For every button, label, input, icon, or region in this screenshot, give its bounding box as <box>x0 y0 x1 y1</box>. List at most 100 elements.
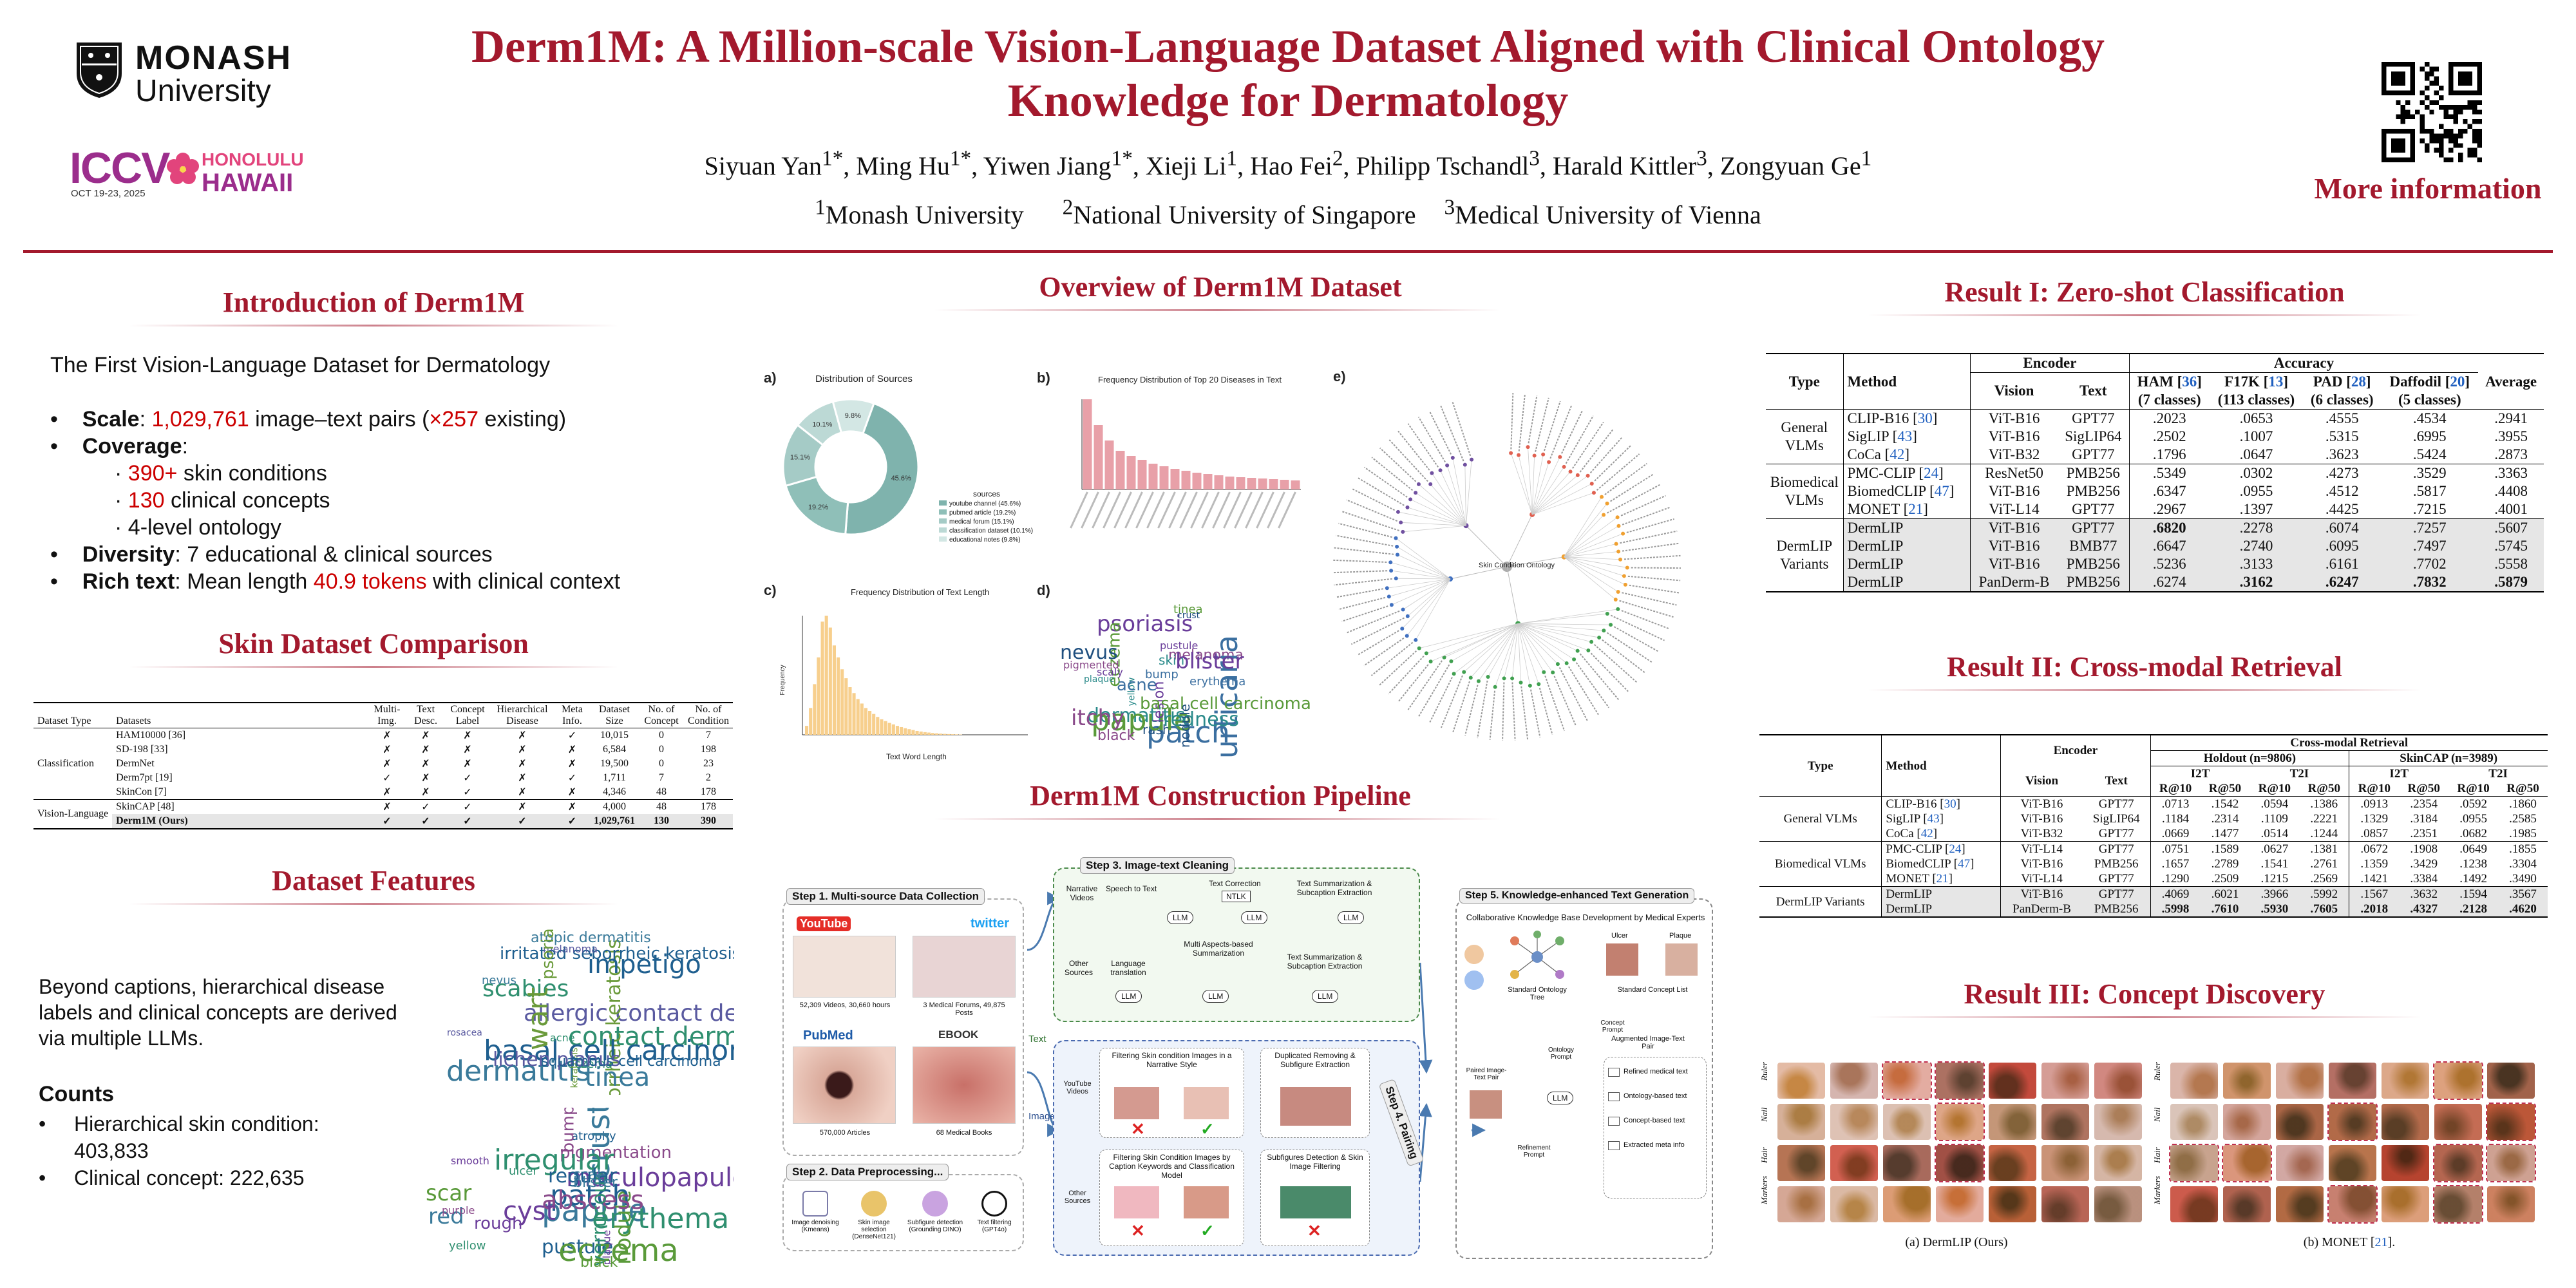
bar <box>880 719 884 735</box>
table-cell: ✓ <box>463 773 472 784</box>
slice-label: 45.6% <box>891 475 911 482</box>
method-name: MONET [21] <box>1847 501 1928 517</box>
tree-leaf <box>1562 464 1566 469</box>
leaf-label <box>1452 401 1472 457</box>
concept-image <box>1830 1063 1878 1099</box>
table-cell: .1238 <box>2459 857 2487 871</box>
tree-leaf <box>1528 683 1532 688</box>
tree-edge <box>1564 556 1625 576</box>
table-cell: 2 <box>706 772 711 783</box>
method-name: CoCa [42] <box>1847 446 1909 462</box>
tree-edge <box>1396 538 1451 580</box>
filter-box: Duplicated Removing & Subfigure Extracti… <box>1260 1048 1370 1138</box>
leaf-label <box>1539 687 1553 735</box>
caption-monet: (b) MONET [21]. <box>2303 1235 2396 1249</box>
table-cell: .1492 <box>2459 872 2487 886</box>
author: Harald Kittler3, <box>1552 147 1720 181</box>
table-cell: .0653 <box>2239 410 2273 426</box>
concept-image <box>2486 1103 2536 1141</box>
leaf-label <box>1629 584 1680 594</box>
qr-code-icon[interactable] <box>2382 62 2482 162</box>
table-cell: ✓ <box>421 816 430 827</box>
leaf-label <box>1626 518 1674 533</box>
leaf-label <box>1338 596 1386 611</box>
author: Siyuan Yan1*, <box>704 147 857 181</box>
tree-leaf <box>1389 569 1394 573</box>
table-cell: .0302 <box>2239 465 2273 481</box>
method-name: SigLIP [43] <box>1847 428 1917 444</box>
concept-image <box>2433 1144 2483 1182</box>
leaf-label <box>1397 664 1429 703</box>
tree-edge <box>1410 499 1466 526</box>
retrieval-table: Type Method Encoder Cross-modal Retrieva… <box>1759 734 2548 918</box>
tree-leaf <box>1547 460 1551 464</box>
table-cell: ✗ <box>383 802 392 813</box>
tree-leaf <box>1532 453 1537 458</box>
legend-item: pubmed article (19.2%) <box>939 509 1033 518</box>
tree-edge <box>1506 556 1564 567</box>
tree-edge <box>1415 578 1451 641</box>
table-cell: 7 <box>659 772 664 783</box>
col-r50: R@50 <box>2307 782 2340 795</box>
word: atrophy <box>571 1130 616 1143</box>
table-cell: DermNet <box>116 758 155 769</box>
more-information-link[interactable]: More information <box>2314 172 2542 205</box>
table-cell: .1397 <box>2239 501 2273 517</box>
concept-image <box>2223 1063 2271 1099</box>
label-augmented: Augmented Image-Text Pair <box>1611 1035 1685 1050</box>
tree-edge <box>1401 578 1451 629</box>
concept-image <box>2169 1144 2219 1182</box>
word: nevus <box>482 974 516 987</box>
table-cell: ViT-B16 <box>1970 555 2058 573</box>
concept-image <box>2329 1145 2376 1181</box>
bar <box>840 669 844 735</box>
table-cell: .1386 <box>2310 797 2338 811</box>
tick-label <box>1234 491 1253 529</box>
table-cell: 1,711 <box>603 772 626 783</box>
table-cell: ✓ <box>567 816 577 827</box>
word: blister <box>573 1175 618 1191</box>
table-cell: .7257 <box>2412 520 2447 536</box>
concept-image <box>2276 1186 2324 1222</box>
table-cell: ViT-B16 <box>2000 811 2083 826</box>
tree-edge <box>1432 473 1466 526</box>
word: itchy <box>1071 705 1125 731</box>
table-cell: .2941 <box>2494 410 2528 426</box>
table-cell: .4425 <box>2325 501 2359 517</box>
table-cell: Derm7pt [19] <box>116 772 173 783</box>
word: contact dermatitis <box>568 1022 734 1052</box>
tree-edge <box>1564 526 1619 558</box>
iccv-city1: HONOLULU <box>202 149 304 169</box>
tree-edge <box>1564 516 1618 558</box>
tree-leaf <box>1449 659 1454 663</box>
bar <box>1159 466 1169 489</box>
leaf-label <box>1346 499 1398 522</box>
step3-text-box: Step 3. Image-text Cleaning Narrative Vi… <box>1053 857 1420 1022</box>
pipeline-title: Derm1M Construction Pipeline <box>1030 780 1411 811</box>
tree-leaf <box>1394 576 1398 581</box>
table-cell: .3162 <box>2239 574 2273 590</box>
group-type: Biomedical VLMs <box>1759 841 1882 887</box>
llm-icon: LLM <box>1312 990 1339 1003</box>
bullet-diversity: • Diversity: 7 educational & clinical so… <box>50 542 493 567</box>
table-cell: ViT-B16 <box>1970 482 2058 500</box>
word: psoriasis <box>1097 611 1193 637</box>
tree-edge <box>1517 623 1531 686</box>
table-cell: PMB256 <box>2094 857 2139 871</box>
tree-leaf <box>1416 482 1421 486</box>
table-cell: ✗ <box>421 787 430 798</box>
leaf-label <box>1371 457 1414 491</box>
table-cell: .3632 <box>2410 887 2438 901</box>
accept-icon: ✓ <box>1200 1221 1215 1240</box>
leaf-label <box>1407 660 1443 710</box>
tree-edge <box>1440 470 1466 526</box>
tree-edge <box>1517 623 1578 651</box>
table-cell: .2789 <box>2211 857 2239 871</box>
col-dataset: F17K [13](113 classes) <box>2217 374 2295 408</box>
word: allergic contact dermatitis <box>524 1000 734 1027</box>
leaf-label <box>1379 650 1417 686</box>
table-cell: .4001 <box>2494 501 2528 517</box>
